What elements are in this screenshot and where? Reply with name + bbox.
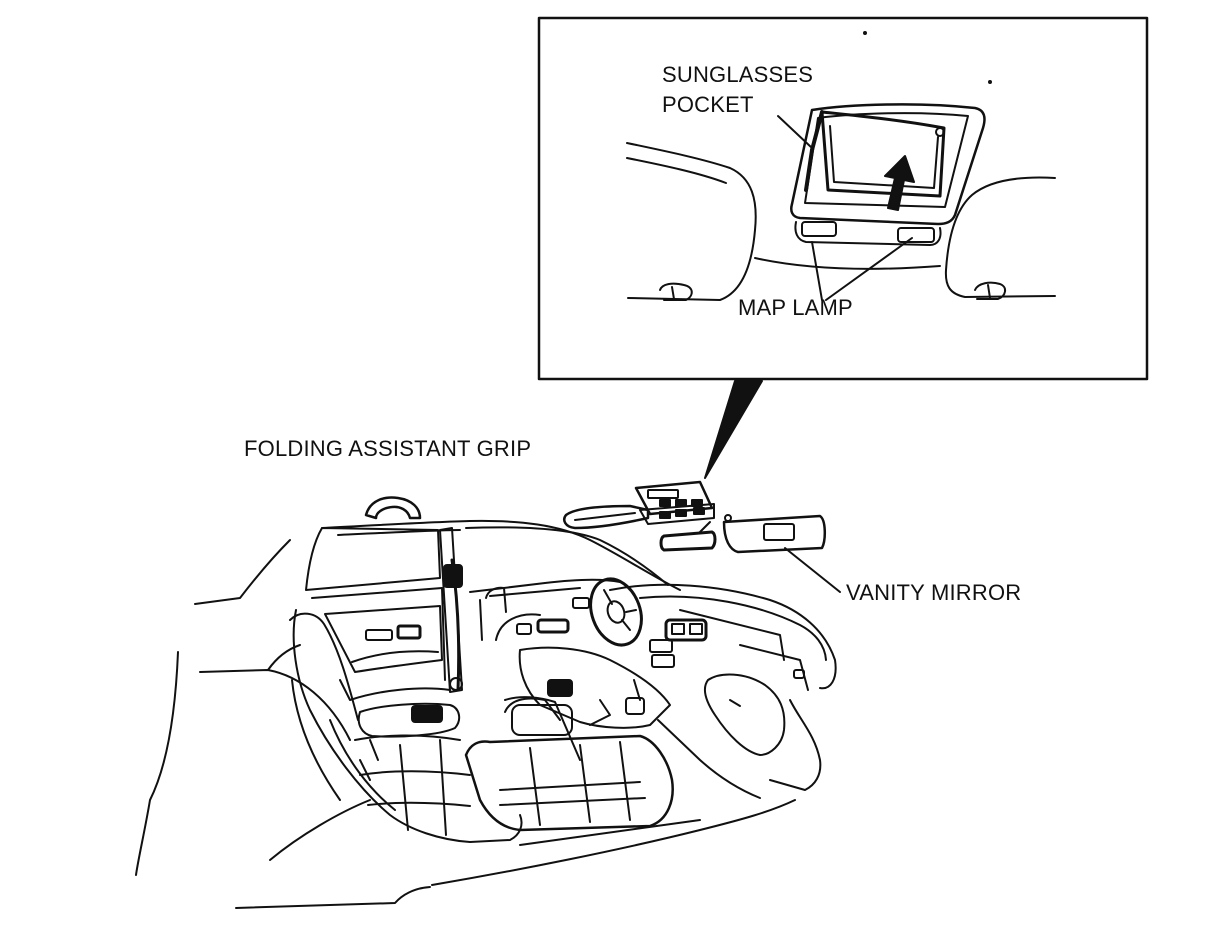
center-console (518, 646, 671, 729)
folding-assistant-grip (364, 496, 422, 520)
map-lamp-left (801, 221, 837, 237)
front-seat (464, 696, 674, 832)
label-sunglasses-pocket: SUNGLASSES POCKET (662, 60, 813, 120)
map-lamp-right (897, 227, 935, 243)
left-hook (659, 282, 693, 301)
map-lamp-tray (794, 221, 942, 246)
leader-map-lamp-right (825, 237, 913, 301)
label-vanity-mirror: VANITY MIRROR (846, 580, 1022, 605)
headliner-left (626, 142, 757, 301)
dashboard (609, 583, 837, 690)
leader-vanity-mirror (784, 547, 841, 593)
rearview-mirror (659, 530, 717, 552)
rear-armrest (357, 702, 461, 738)
glove-box (703, 673, 786, 756)
open-arrow-icon (884, 155, 915, 211)
label-map-lamp: MAP LAMP (738, 295, 853, 320)
steering-wheel (589, 577, 643, 647)
rear-seat (289, 609, 523, 843)
leader-map-lamp-left (811, 241, 823, 301)
overhead-console (790, 103, 986, 246)
inset-frame (537, 16, 1149, 381)
headliner-right (944, 176, 1056, 298)
sunglasses-pocket-lid (820, 110, 946, 198)
label-sunglasses-pocket-line1: SUNGLASSES (662, 62, 814, 87)
detail-inset (537, 16, 1149, 479)
vanity-mirror (763, 523, 795, 541)
leader-sunglasses (777, 115, 813, 149)
callout-pointer (704, 380, 763, 479)
label-sunglasses-pocket-line2: POCKET (662, 92, 754, 117)
overhead-console-small (634, 480, 714, 516)
b-pillar (439, 527, 463, 693)
sun-visor-left (563, 504, 650, 530)
label-folding-assistant-grip: FOLDING ASSISTANT GRIP (244, 436, 532, 461)
right-hook (974, 281, 1006, 300)
sun-visor-right (722, 514, 826, 554)
car-interior (135, 480, 841, 909)
roof-line (321, 519, 681, 591)
